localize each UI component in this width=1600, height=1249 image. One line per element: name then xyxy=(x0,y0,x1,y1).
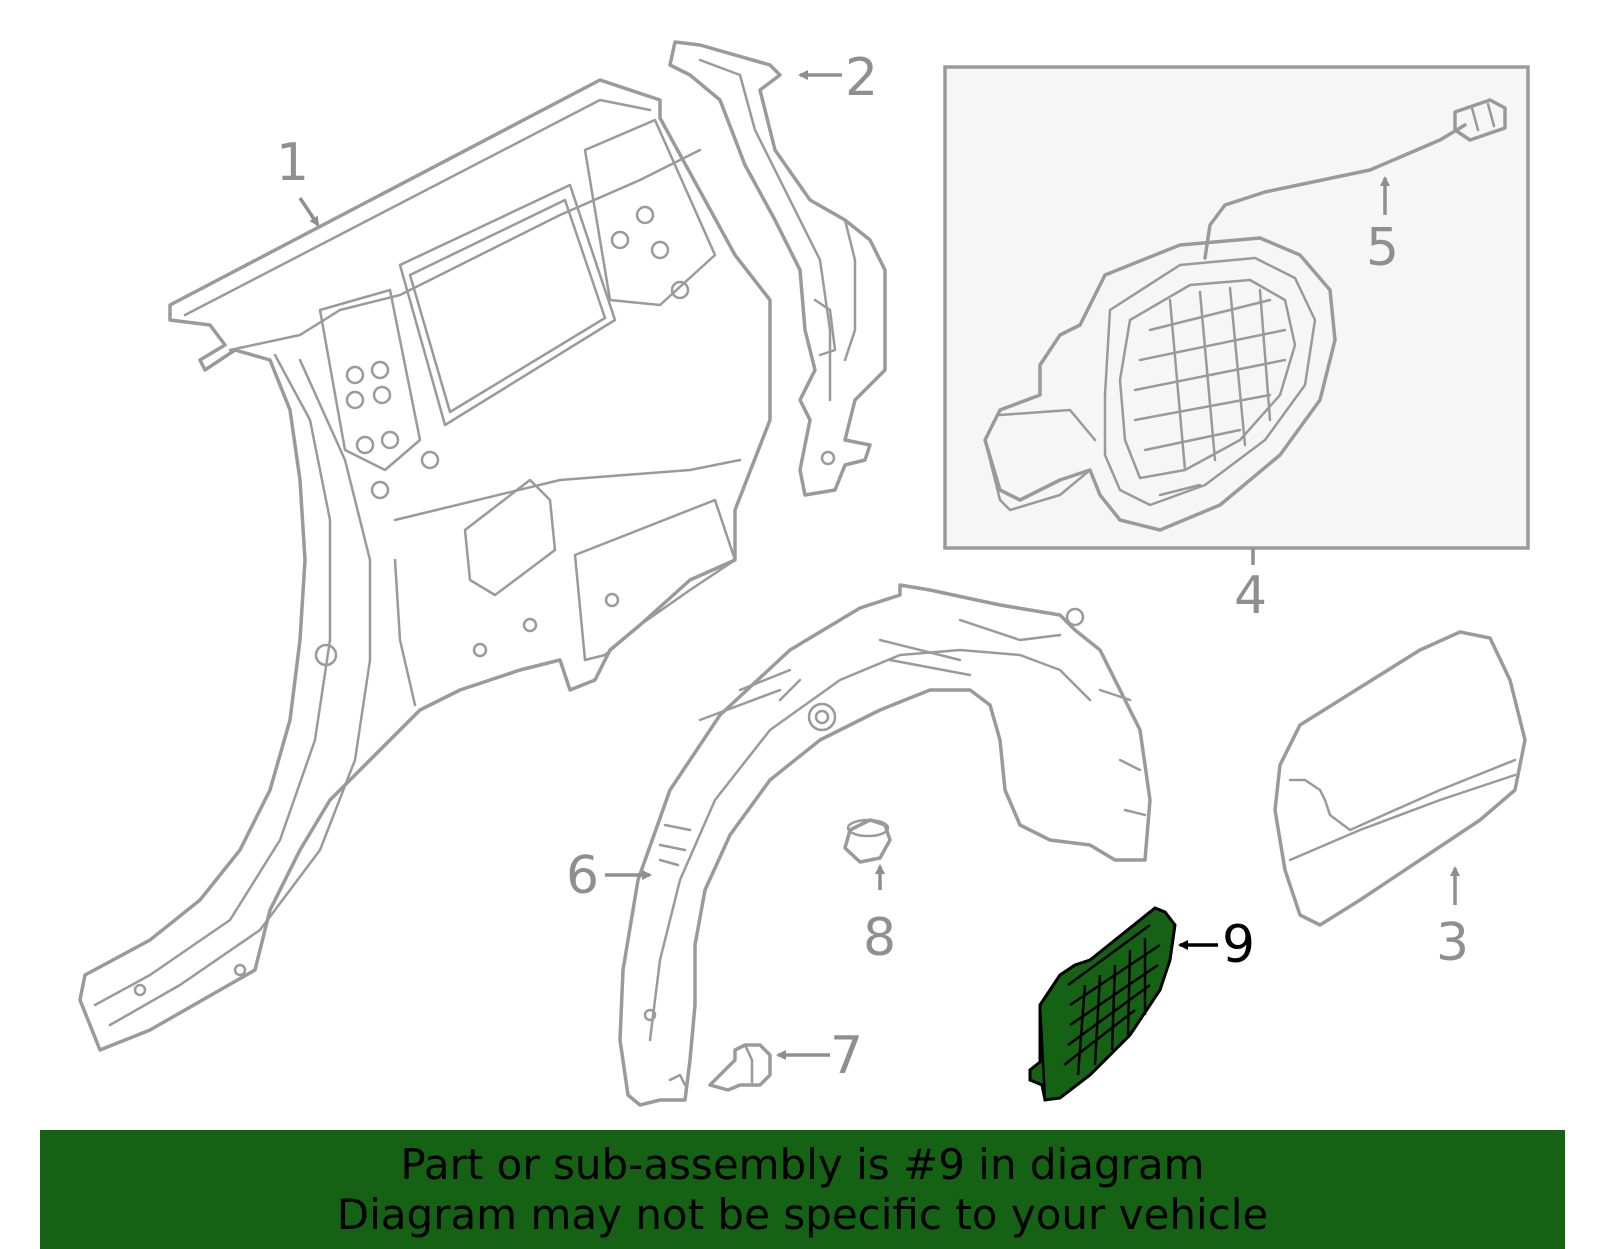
callout-2: 2 xyxy=(845,48,878,108)
callout-8: 8 xyxy=(863,908,896,968)
part-6-wheel-liner xyxy=(618,583,1152,1107)
part-7-clip xyxy=(708,1043,772,1092)
info-banner: Part or sub-assembly is #9 in diagram Di… xyxy=(40,1130,1565,1249)
part-1-quarter-panel xyxy=(78,78,772,1052)
callout-1: 1 xyxy=(276,133,309,193)
part-3-fuel-door xyxy=(1273,630,1527,927)
banner-line-1: Part or sub-assembly is #9 in diagram xyxy=(400,1140,1205,1189)
callout-7: 7 xyxy=(830,1026,863,1086)
part-4-inset xyxy=(943,65,1530,550)
leader-lines xyxy=(298,70,1460,1060)
part-9-vent-grille xyxy=(1028,906,1177,1102)
callout-5: 5 xyxy=(1366,218,1399,278)
banner-line-2: Diagram may not be specific to your vehi… xyxy=(336,1190,1269,1239)
part-2-pillar-bracket xyxy=(668,40,887,497)
callout-9: 9 xyxy=(1222,915,1255,975)
callout-6: 6 xyxy=(566,846,599,906)
callout-4: 4 xyxy=(1234,566,1267,626)
part-8-nut xyxy=(843,818,892,864)
callout-3: 3 xyxy=(1436,913,1469,973)
